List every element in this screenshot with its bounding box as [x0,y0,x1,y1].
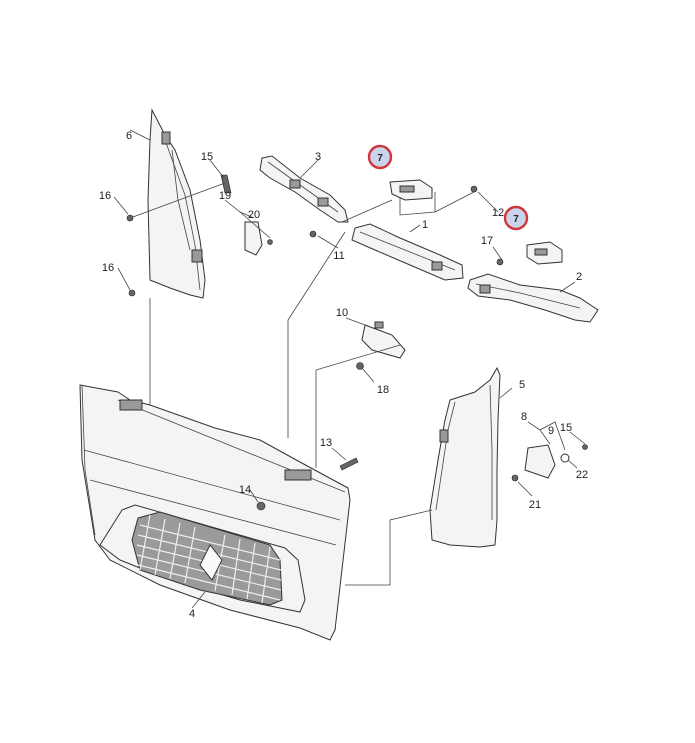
highlight-part-7-lower[interactable]: 7 [503,205,529,231]
clip-part-7-lower [526,241,563,265]
label-16-lower: 16 [102,262,114,274]
label-2: 2 [576,271,582,283]
label-15-left: 15 [201,151,213,163]
label-18: 18 [377,384,389,396]
label-20: 20 [248,209,260,221]
label-13: 13 [320,437,332,449]
label-21: 21 [529,499,541,511]
label-12: 12 [492,207,504,219]
highlight-part-7-upper[interactable]: 7 [367,144,393,170]
clip-part-7-upper [389,179,436,216]
label-16-upper: 16 [99,190,111,202]
plate-part-10 [361,321,406,359]
label-5: 5 [519,379,525,391]
bracket-part-2 [467,273,599,323]
label-11: 11 [333,250,344,262]
label-8: 8 [521,411,527,423]
label-9: 9 [548,425,554,437]
part-labels: 6 15 16 19 20 16 3 11 1 12 17 2 10 18 5 … [99,130,588,620]
leader-lines [113,129,586,609]
label-10: 10 [336,307,348,319]
bracket-part-3 [259,155,349,223]
label-7-upper: 7 [377,153,383,164]
label-6: 6 [126,130,132,142]
label-15-right: 15 [560,422,572,434]
left-pillar-part-6 [147,108,206,299]
label-1: 1 [422,219,428,231]
label-3: 3 [315,151,321,163]
fasteners [126,174,588,511]
label-14: 14 [239,484,251,496]
bracket-part-19 [244,221,273,256]
label-4: 4 [189,608,195,620]
bracket-part-8 [524,444,570,479]
front-panel-part-4 [79,384,351,641]
grille-pattern [136,514,282,604]
bracket-part-1 [351,223,464,281]
label-7-lower: 7 [513,214,519,225]
label-17: 17 [481,235,493,247]
label-22: 22 [576,469,588,481]
label-19: 19 [219,190,231,202]
logo-icon [199,544,223,581]
right-pillar-part-5 [429,366,501,548]
